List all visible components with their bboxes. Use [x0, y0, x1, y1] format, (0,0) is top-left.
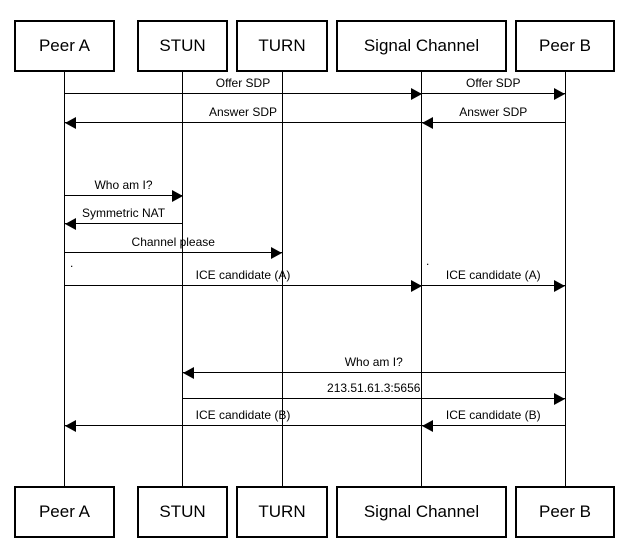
actor-box-peer-b-bottom: Peer B [515, 486, 615, 538]
arrowhead-icon [554, 87, 565, 100]
actor-box-peer-a-top: Peer A [14, 20, 115, 72]
message-label: Channel please [131, 235, 215, 249]
message-label: Who am I? [94, 178, 153, 192]
arrowhead-icon [410, 87, 422, 100]
lifeline-signal-channel [421, 72, 422, 486]
message-line [64, 223, 183, 224]
arrowhead-icon [271, 246, 282, 259]
message-line [64, 195, 183, 196]
message-line [182, 372, 565, 373]
stray-dot: . [70, 256, 74, 270]
message-label: Offer SDP [466, 76, 521, 90]
arrowhead-icon [64, 419, 76, 432]
message-label: ICE candidate (B) [195, 408, 291, 422]
actor-box-turn-top: TURN [236, 20, 328, 72]
lifeline-turn [281, 72, 283, 486]
message-label: Symmetric NAT [81, 206, 166, 220]
message-label: Answer SDP [208, 105, 278, 119]
message-line [64, 285, 422, 286]
message-label: Who am I? [344, 355, 403, 369]
message-line [64, 252, 282, 253]
actor-box-turn-bottom: TURN [236, 486, 328, 538]
lifeline-stun [182, 72, 183, 486]
arrowhead-icon [171, 189, 183, 202]
lifeline-peer-a [64, 72, 65, 486]
actor-box-signal-channel-bottom: Signal Channel [336, 486, 507, 538]
arrowhead-icon [410, 279, 422, 292]
message-line [64, 122, 422, 123]
arrowhead-icon [182, 366, 194, 379]
actor-box-stun-bottom: STUN [137, 486, 228, 538]
arrowhead-icon [554, 279, 565, 292]
message-line [421, 93, 565, 94]
arrowhead-icon [64, 116, 76, 129]
actor-box-peer-a-bottom: Peer A [14, 486, 115, 538]
message-line [421, 285, 565, 286]
message-line [421, 122, 565, 123]
message-line [64, 93, 422, 94]
arrowhead-icon [421, 116, 433, 129]
message-label: ICE candidate (B) [445, 408, 541, 422]
stray-dot: . [426, 254, 430, 268]
message-line [421, 425, 565, 426]
message-line [182, 398, 565, 399]
message-label: ICE candidate (A) [195, 268, 291, 282]
actor-box-signal-channel-top: Signal Channel [336, 20, 507, 72]
arrowhead-icon [421, 419, 433, 432]
message-label: 213.51.61.3:5656 [327, 381, 421, 395]
lifeline-peer-b [564, 72, 566, 486]
arrowhead-icon [64, 217, 76, 230]
actor-box-stun-top: STUN [137, 20, 228, 72]
message-label: ICE candidate (A) [445, 268, 541, 282]
actor-box-peer-b-top: Peer B [515, 20, 615, 72]
arrowhead-icon [554, 392, 565, 405]
message-label: Answer SDP [459, 105, 528, 119]
message-line [64, 425, 422, 426]
message-label: Offer SDP [215, 76, 271, 90]
